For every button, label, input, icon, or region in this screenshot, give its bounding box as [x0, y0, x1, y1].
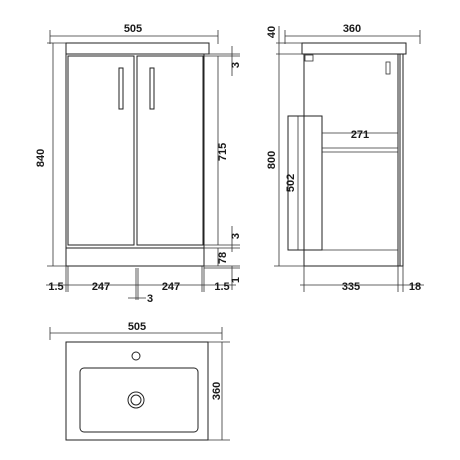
door-left — [67, 55, 135, 246]
plinth-height-label: 78 — [217, 252, 229, 264]
front-width-label: 505 — [124, 23, 142, 35]
cabinet-body-side — [303, 53, 401, 267]
basin-top-side — [301, 42, 407, 55]
left-margin-label: 1.5 — [48, 281, 63, 293]
internal-compartment — [287, 115, 323, 251]
mid-gap-label: 3 — [230, 233, 242, 239]
handle-left — [118, 67, 124, 110]
door-right — [136, 55, 204, 246]
top-gap-label: 3 — [230, 62, 242, 68]
door-thickness-label: 18 — [409, 281, 421, 293]
waste-outer — [127, 391, 145, 409]
waste-inner — [130, 394, 142, 406]
right-margin-label: 1.5 — [214, 281, 229, 293]
top-view: 505 360 — [49, 321, 230, 441]
door-height-label: 715 — [217, 143, 229, 161]
cabinet-depth-label: 335 — [342, 281, 360, 293]
basin-height-label: 40 — [266, 26, 278, 38]
front-view: 505 840 3 715 3 78 1 1.5 247 — [35, 23, 242, 305]
side-view: 360 40 800 502 271 335 18 — [266, 23, 424, 293]
top-view-depth-label: 360 — [211, 382, 223, 400]
fixing-left — [304, 54, 314, 62]
top-view-width-label: 505 — [128, 321, 146, 333]
door-left-width-label: 247 — [92, 281, 110, 293]
side-depth-label: 360 — [343, 23, 361, 35]
basin-bowl — [79, 367, 199, 433]
inner-depth-label: 271 — [351, 129, 369, 141]
door-side — [397, 53, 404, 267]
cabinet-height-label: 800 — [266, 151, 278, 169]
handle-right — [149, 67, 155, 110]
tap-hole — [131, 351, 141, 361]
door-right-width-label: 247 — [162, 281, 180, 293]
cabinet-body-front — [65, 53, 205, 267]
inner-height-label: 502 — [285, 174, 297, 192]
basin-outline-top — [65, 341, 209, 441]
fixing-right — [385, 61, 391, 75]
basin-top-front — [65, 42, 210, 55]
front-height-label: 840 — [35, 149, 47, 167]
center-gap-label: 3 — [147, 293, 153, 305]
bottom-offset-label: 1 — [230, 277, 242, 283]
